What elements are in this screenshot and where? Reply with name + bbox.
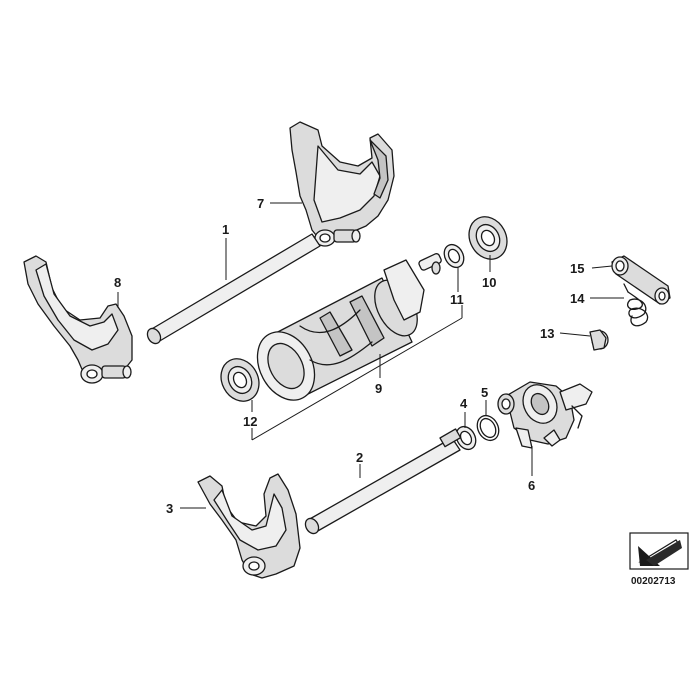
bearing-10 xyxy=(468,216,508,260)
lever-15 xyxy=(611,255,671,305)
callout-6: 6 xyxy=(528,478,535,493)
callout-4: 4 xyxy=(460,396,468,411)
washer-11 xyxy=(443,243,465,269)
shift-rod-1 xyxy=(146,233,321,345)
bearing-12 xyxy=(220,358,260,402)
callouts: 1 2 3 4 5 6 7 8 9 10 11 12 13 14 15 xyxy=(114,196,585,516)
arrow-box-icon xyxy=(629,532,689,570)
shift-fork-3 xyxy=(197,473,301,579)
callout-8: 8 xyxy=(114,275,121,290)
washer-4 xyxy=(455,425,477,451)
pin-13 xyxy=(589,329,609,351)
callout-9: 9 xyxy=(375,381,382,396)
callout-5: 5 xyxy=(481,385,488,400)
callout-13: 13 xyxy=(540,326,554,341)
callout-11: 11 xyxy=(450,292,464,307)
shift-fork-7 xyxy=(289,121,395,247)
callout-15: 15 xyxy=(570,261,584,276)
callout-12: 12 xyxy=(243,414,257,429)
leader-lines xyxy=(117,202,624,509)
shift-segment-6 xyxy=(497,381,593,449)
shift-fork-8 xyxy=(23,255,133,384)
callout-10: 10 xyxy=(482,275,496,290)
callout-1: 1 xyxy=(222,222,229,237)
spring-14 xyxy=(623,283,649,327)
callout-7: 7 xyxy=(257,196,264,211)
callout-3: 3 xyxy=(166,501,173,516)
ring-5 xyxy=(476,414,500,442)
reference-number: 00202713 xyxy=(631,576,676,587)
callout-14: 14 xyxy=(570,291,585,306)
callout-2: 2 xyxy=(356,450,363,465)
shift-rod-2 xyxy=(304,428,462,535)
shift-drum-9 xyxy=(256,253,442,401)
